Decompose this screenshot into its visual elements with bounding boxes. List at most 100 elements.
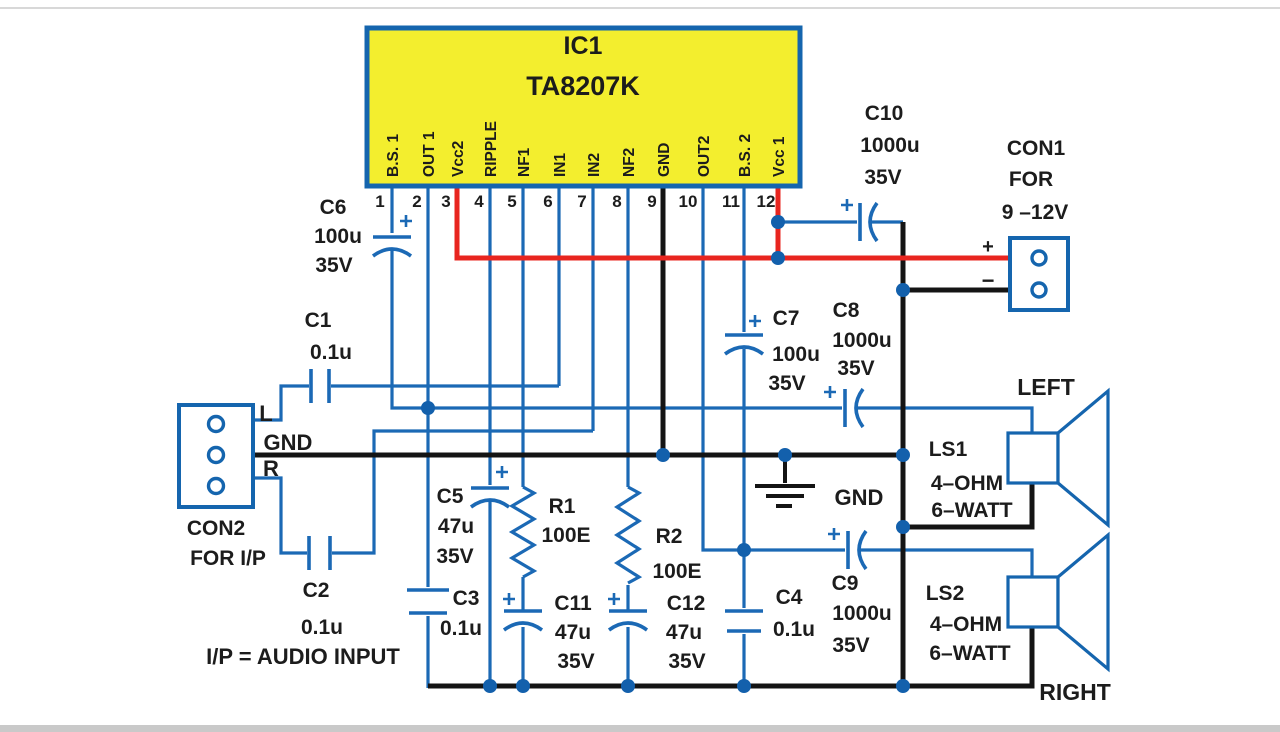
wire-ls1-return [903,483,1035,530]
ls1-ref: LS1 [929,438,968,461]
c4-ref: C4 [776,586,803,609]
c9-voltage: 35V [832,634,869,657]
con2-terminal-gnd-label: GND [264,430,313,455]
resistor-r2 [614,485,643,585]
ls2-cone [1056,531,1110,673]
ls2-impedance: 4–OHM [930,613,1002,636]
wire-c8-to-ls1 [857,406,1034,433]
con1-minus-label: − [982,268,995,293]
pin-number-4: 4 [474,192,484,211]
resistor-r1 [508,485,538,579]
wire-r-input-to-c2 [255,476,307,555]
con2-terminal-r-label: R [263,456,279,481]
con1-body [1008,236,1070,312]
signal-wires [255,188,1034,688]
wire-vcc2-rail [454,188,1010,261]
pin-label-9: GND [656,143,673,177]
con1-desc1: FOR [1009,168,1053,191]
pin-label-4: RIPPLE [483,121,500,177]
pin-number-2: 2 [412,192,421,211]
c6-value: 100u [314,225,362,248]
c10-voltage: 35V [864,166,901,189]
con2-ref: CON2 [187,517,245,540]
r2-ref: R2 [656,525,683,548]
c7-voltage: 35V [768,372,805,395]
c3-value: 0.1u [440,617,482,640]
capacitor-c10 [841,199,879,243]
c10-ref: C10 [865,102,904,125]
capacitor-c9 [828,528,868,571]
capacitor-c12 [607,593,649,632]
c12-value: 47u [666,621,702,644]
con2-terminal-r [206,476,226,496]
capacitor-c2 [307,536,332,570]
pin-number-3: 3 [441,192,450,211]
pin-label-2: OUT 1 [421,131,438,177]
capacitor-c3 [407,588,449,615]
connector-con2 [177,403,255,509]
wire-c6-to-out1-node [390,250,428,410]
pin-label-3: Vcc2 [450,141,467,177]
con1-plus-label: + [982,236,994,258]
con2-terminal-l-label: L [259,401,272,426]
capacitor-c1 [309,369,331,403]
ls1-cone [1056,387,1110,529]
speaker-ls2 [1006,531,1110,673]
c6-voltage: 35V [315,254,352,277]
ls1-driver [1006,431,1060,485]
pin-label-6: IN1 [552,153,569,178]
ic-pin-labels: B.S. 1 OUT 1 Vcc2 RIPPLE NF1 IN1 IN2 NF2… [385,121,788,177]
speaker-ls1 [1006,387,1110,529]
pin-number-12: 12 [757,192,776,211]
c8-ref: C8 [833,299,860,322]
con1-terminal-minus [1030,281,1048,299]
r1-ref: R1 [549,495,576,518]
c3-ref: C3 [453,587,480,610]
ls2-channel: RIGHT [1039,679,1111,705]
speaker-labels: LS1 4–OHM 6–WATT LEFT LS2 4–OHM 6–WATT R… [926,374,1111,705]
capacitor-c4 [725,609,763,633]
c5-voltage: 35V [436,545,473,568]
con1-ref: CON1 [1007,137,1066,160]
capacitor-c11 [502,593,544,632]
c5-ref: C5 [437,485,464,508]
c11-ref: C11 [554,592,592,615]
c12-ref: C12 [667,592,706,615]
c2-ref: C2 [303,579,330,602]
connector-labels: CON2 FOR I/P L GND R CON1 FOR 9 –12V + − [187,137,1068,570]
ls2-driver [1006,575,1060,629]
capacitor-c5 [469,466,511,509]
c12-voltage: 35V [668,650,705,673]
c8-voltage: 35V [837,357,874,380]
con1-desc2: 9 –12V [1002,201,1069,224]
wire-c9-to-ls2 [860,548,1034,577]
c10-value: 1000u [860,134,920,157]
component-labels: C6 100u 35V C1 0.1u C2 0.1u C5 47u 35V C… [301,102,920,673]
ls1-impedance: 4–OHM [931,472,1003,495]
con1-terminal-plus [1030,249,1048,267]
ic-ta8207k: IC1 TA8207K B.S. 1 OUT 1 Vcc2 RIPPLE NF1… [364,25,803,211]
wire-l-input-to-c1 [255,384,309,422]
con2-terminal-l [206,414,226,434]
c9-ref: C9 [832,572,859,595]
pin-label-10: OUT2 [696,136,713,177]
ic-ref: IC1 [564,32,603,60]
c9-value: 1000u [832,602,892,625]
capacitor-c7 [723,315,765,356]
c4-value: 0.1u [773,618,815,641]
pin-number-1: 1 [375,192,384,211]
connector-con1 [1008,236,1070,312]
ls1-channel: LEFT [1017,374,1075,400]
pin-label-8: NF2 [621,148,638,177]
c1-value: 0.1u [310,341,352,364]
pin-label-12: Vcc 1 [771,136,788,177]
pin-number-10: 10 [679,192,698,211]
pin-label-11: B.S. 2 [737,134,754,177]
wire-pin10-to-node [701,188,744,552]
pin-number-6: 6 [543,192,552,211]
ic-body [364,25,803,189]
page-bottom-border [0,725,1280,732]
pin-number-7: 7 [577,192,586,211]
